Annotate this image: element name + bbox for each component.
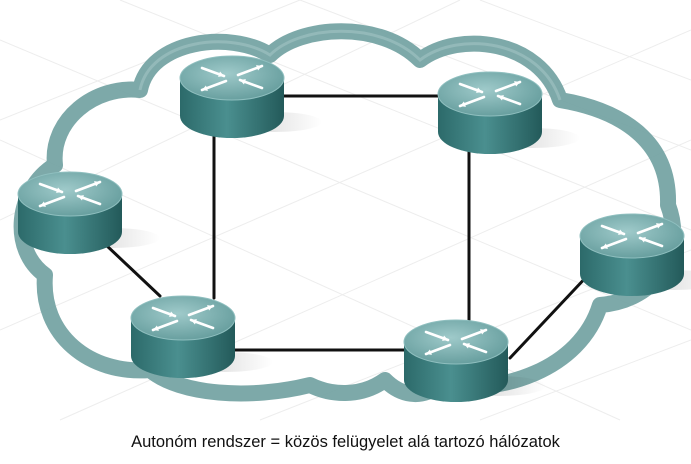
router-top-right — [437, 71, 580, 154]
router-icon — [151, 304, 215, 332]
router-icon — [600, 222, 664, 250]
router-icon — [200, 64, 264, 92]
link-bottom-right-right — [508, 271, 592, 360]
router-icon — [424, 328, 488, 356]
router-icon — [458, 80, 522, 108]
router-right — [579, 213, 691, 296]
router-bottom-right — [403, 319, 546, 402]
router-bottom-left — [130, 295, 273, 378]
routers-layer — [17, 55, 691, 402]
router-left — [17, 171, 160, 254]
diagram-caption: Autonóm rendszer = közös felügyelet alá … — [131, 433, 560, 451]
router-top-left — [179, 55, 322, 138]
router-icon — [38, 180, 102, 208]
cloud-highlight — [138, 29, 562, 101]
